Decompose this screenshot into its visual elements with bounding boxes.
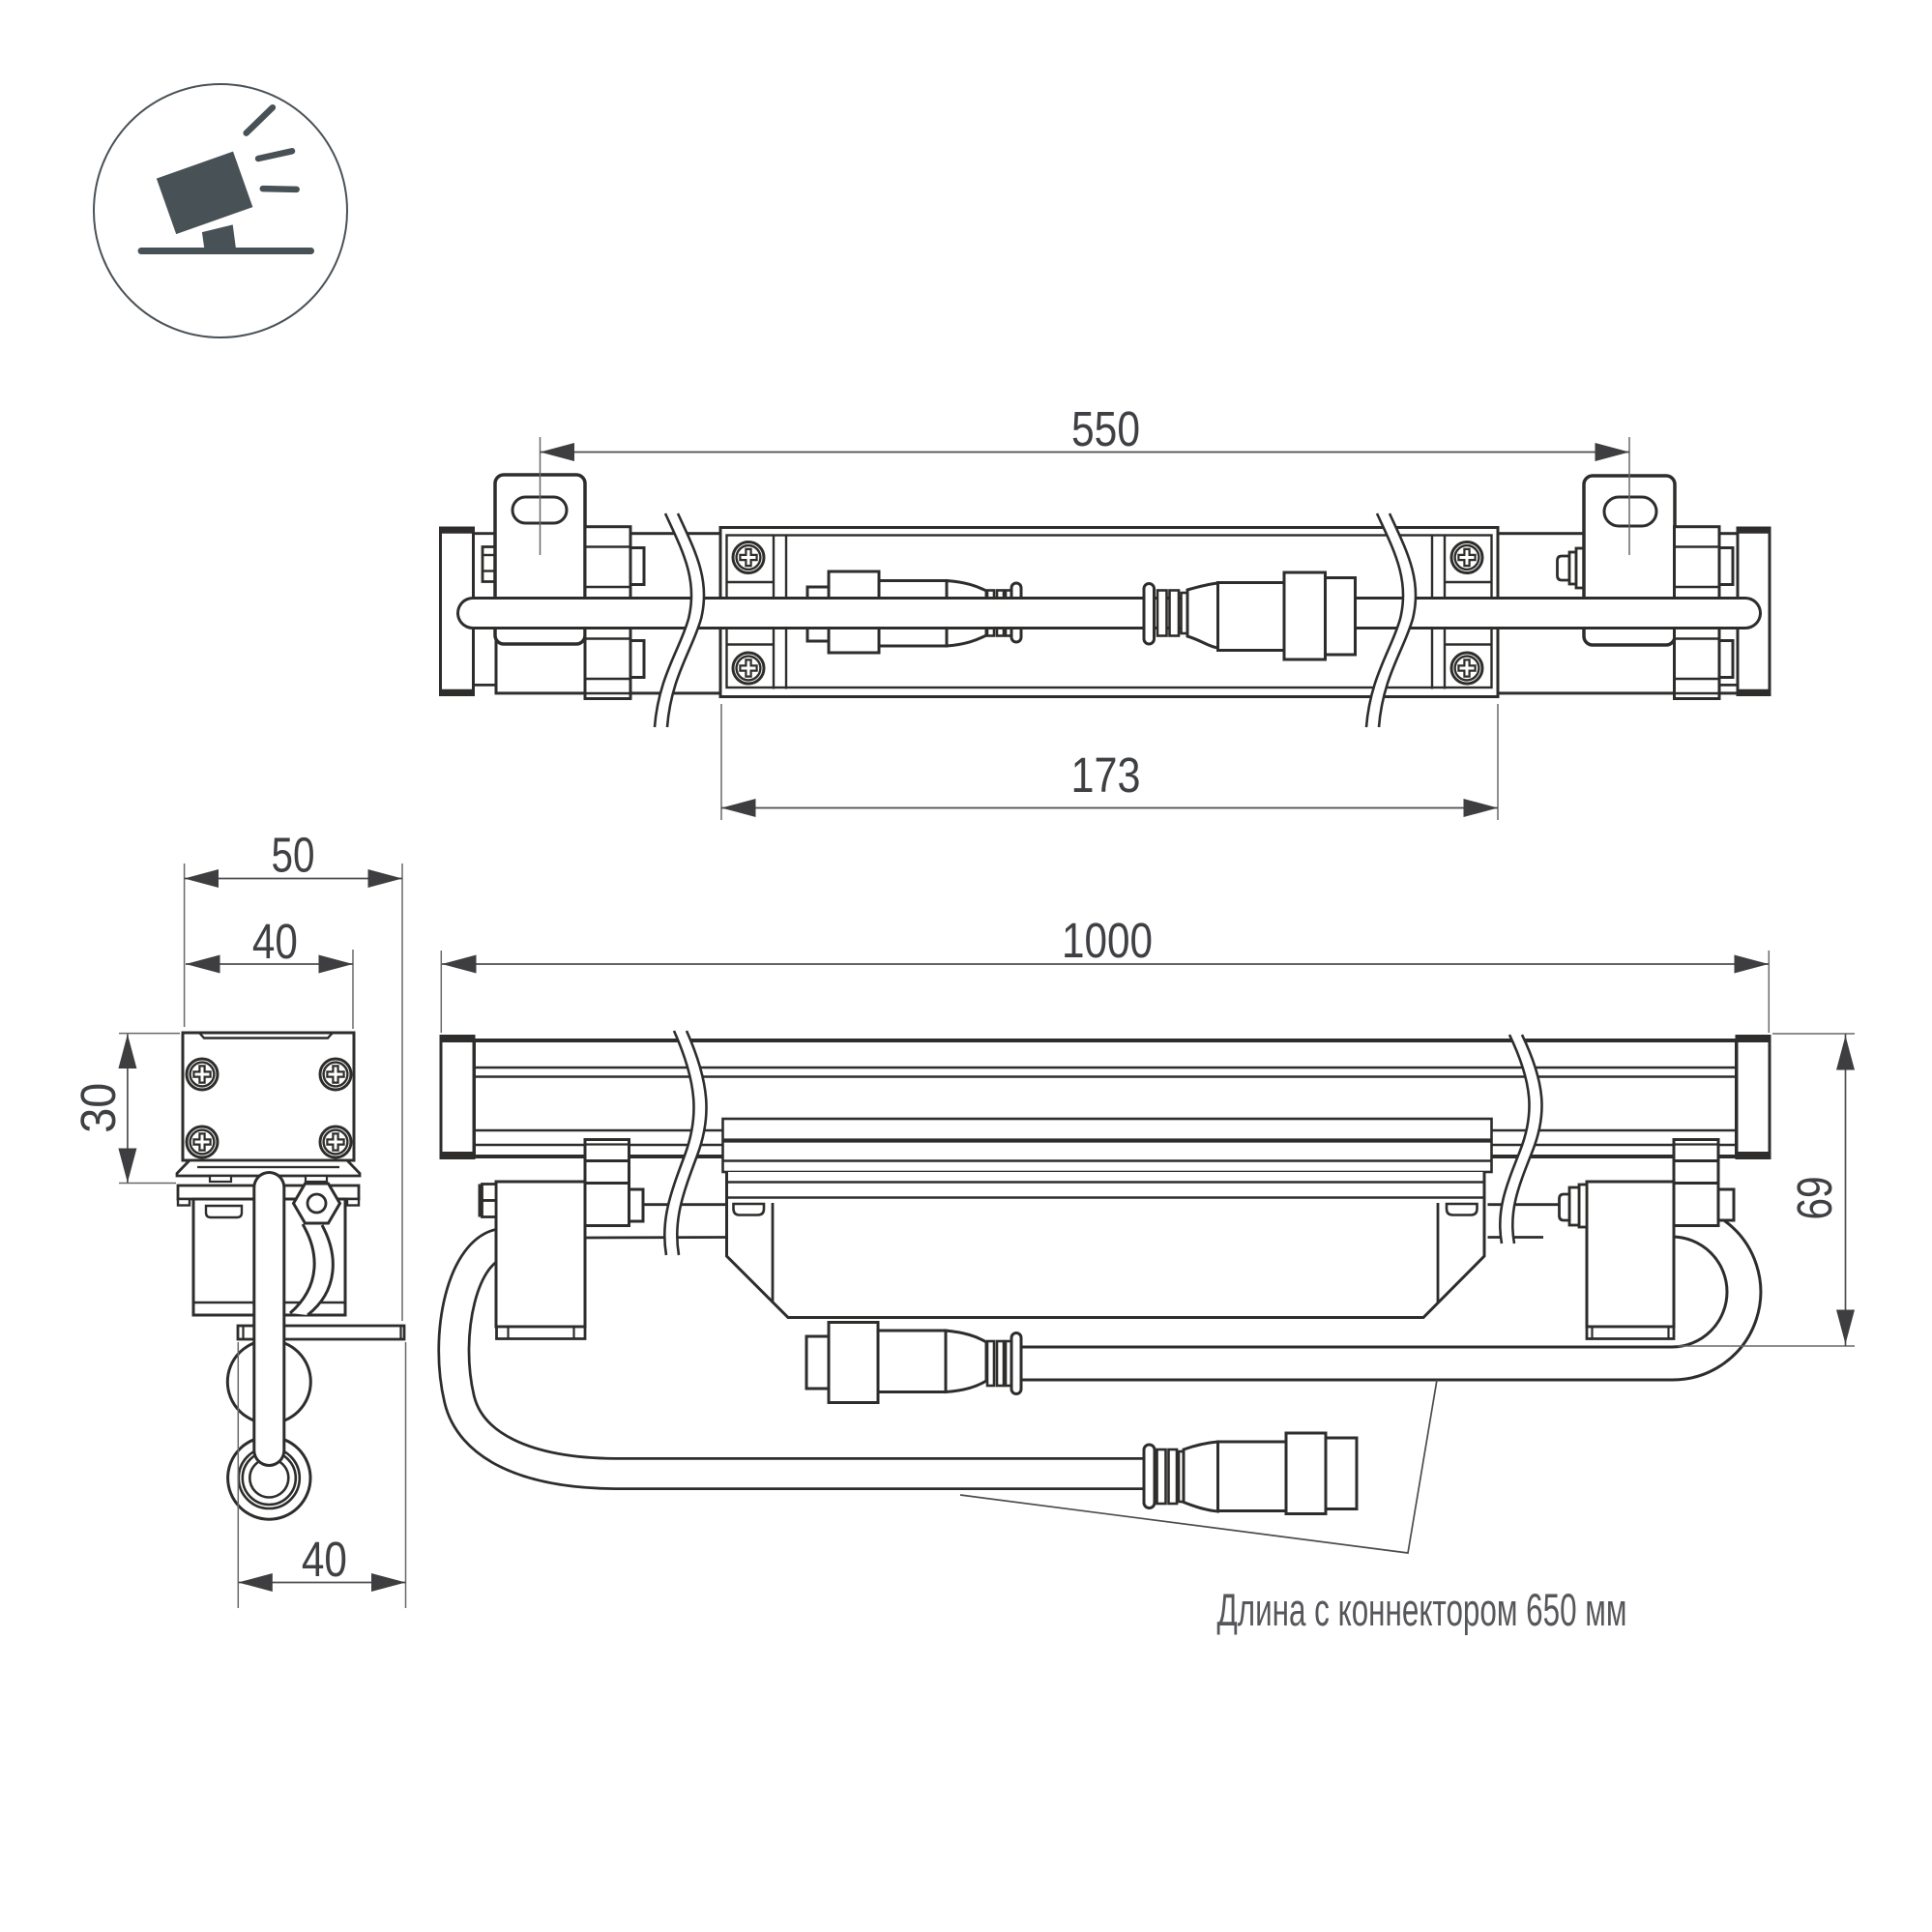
svg-text:Длина с коннектором 650 мм: Длина с коннектором 650 мм xyxy=(1217,1584,1627,1635)
svg-text:50: 50 xyxy=(272,828,315,883)
svg-text:550: 550 xyxy=(1071,401,1140,456)
svg-text:40: 40 xyxy=(252,914,298,969)
svg-text:69: 69 xyxy=(1787,1177,1842,1220)
svg-text:40: 40 xyxy=(302,1532,347,1587)
svg-text:30: 30 xyxy=(71,1083,126,1133)
svg-text:173: 173 xyxy=(1071,747,1141,803)
svg-text:1000: 1000 xyxy=(1062,913,1153,968)
